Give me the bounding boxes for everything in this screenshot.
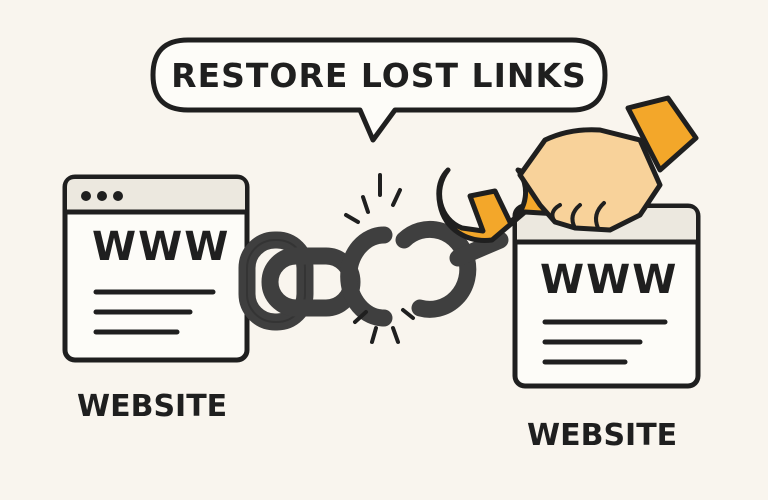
left-site-url-text: WWW (92, 224, 231, 270)
right-site-url-text: WWW (540, 257, 679, 303)
break-spark-icon (344, 173, 415, 344)
bubble-title: RESTORE LOST LINKS (171, 55, 587, 95)
right-site-caption: WEBSITE (527, 418, 678, 453)
hand-icon (517, 95, 699, 233)
speech-bubble-icon (150, 37, 608, 143)
left-site-caption: WEBSITE (77, 389, 228, 424)
left-website-window-icon (62, 174, 250, 363)
broken-chain-icon (238, 220, 509, 331)
